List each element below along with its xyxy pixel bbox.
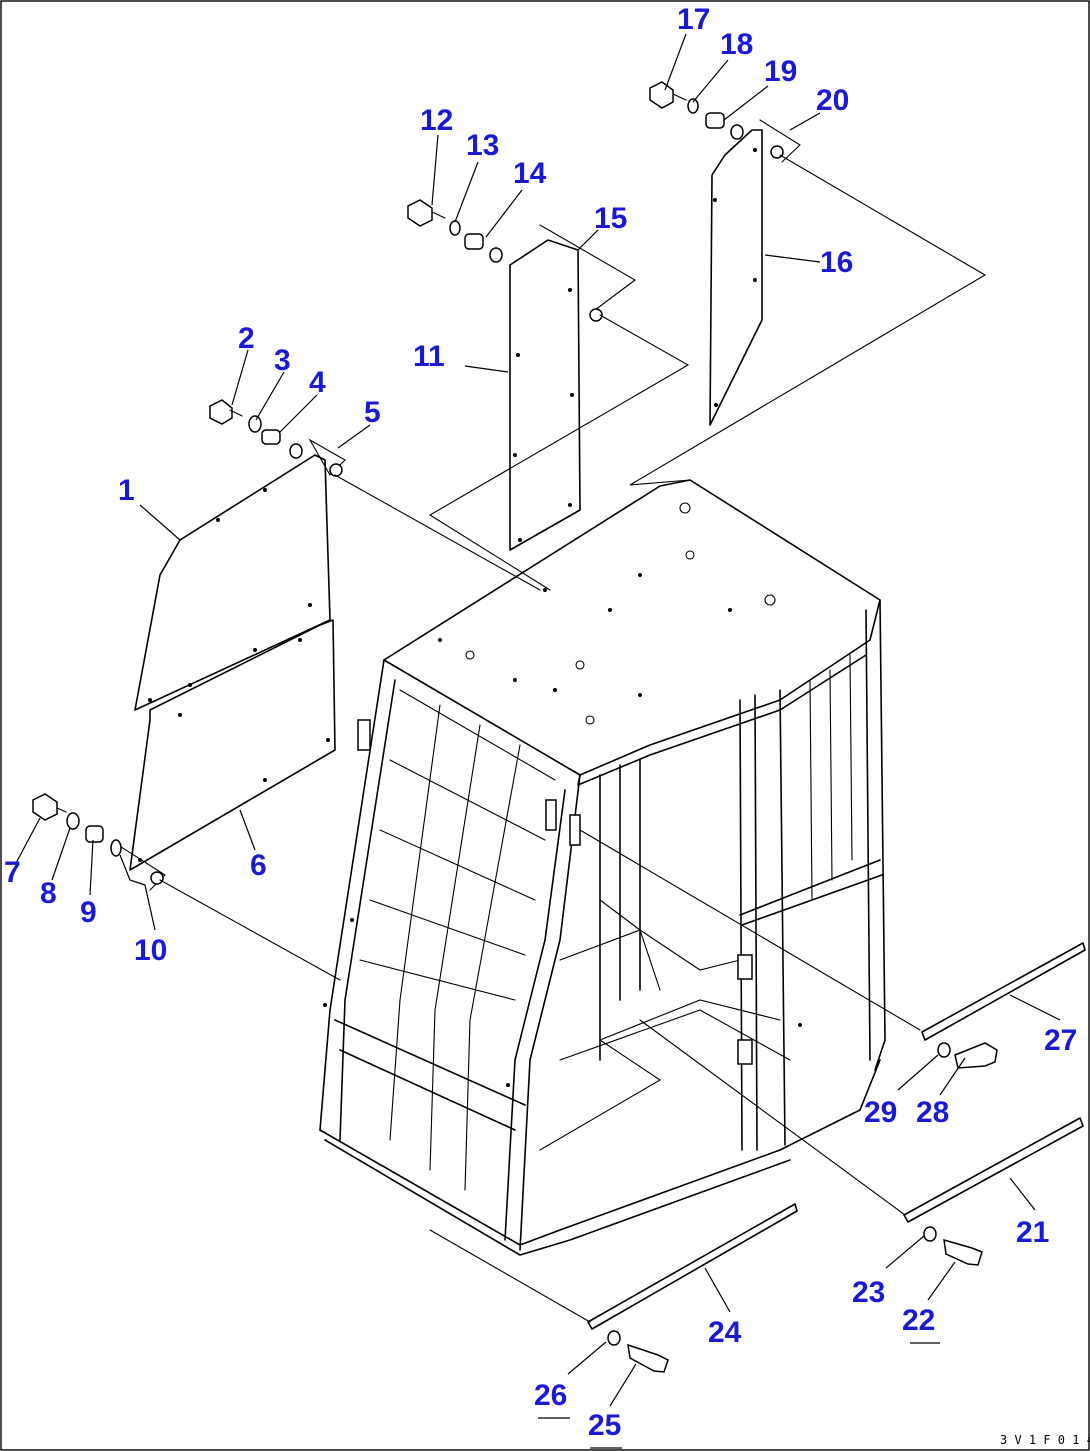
fastener-set-upper-middle <box>407 199 603 322</box>
callout-7: 7 <box>4 856 21 889</box>
fastener-set-strip-27 <box>937 1042 998 1069</box>
callout-19: 19 <box>764 55 797 88</box>
callout-23: 23 <box>852 1276 885 1309</box>
front-right-pillar <box>519 774 581 1251</box>
callout-8: 8 <box>40 877 57 910</box>
callout-20: 20 <box>816 84 849 117</box>
hinge-lower <box>737 1039 753 1065</box>
cab-base <box>319 1059 881 1246</box>
fastener-set-strip-24 <box>607 1330 669 1373</box>
front-left-pillar <box>319 659 385 1131</box>
strip-27 <box>921 942 1086 1041</box>
callout-5: 5 <box>364 396 381 429</box>
callout-12: 12 <box>420 104 453 137</box>
front-right-pillar-inner <box>504 789 566 1241</box>
callout-2: 2 <box>238 322 255 355</box>
callout-3: 3 <box>274 344 291 377</box>
callout-22: 22 <box>902 1304 935 1337</box>
callout-4: 4 <box>309 366 326 399</box>
panel-1 <box>134 454 331 711</box>
panel-16 <box>709 129 763 426</box>
callout-13: 13 <box>466 129 499 162</box>
callout-26: 26 <box>534 1379 567 1412</box>
callout-14: 14 <box>513 157 547 190</box>
callout-29: 29 <box>864 1096 897 1129</box>
callouts: 1 2 3 4 5 6 7 8 9 10 11 12 13 14 15 16 1… <box>4 3 1077 1449</box>
fastener-set-strip-21 <box>923 1226 983 1266</box>
callout-1: 1 <box>118 474 135 507</box>
cab-roof <box>383 479 881 776</box>
front-left-pillar-inner <box>339 679 396 1141</box>
strip-21 <box>903 1117 1084 1223</box>
callout-17: 17 <box>677 3 710 36</box>
assembly-centerlines <box>159 154 987 1323</box>
fastener-set-left <box>32 793 164 885</box>
callout-11: 11 <box>413 340 445 373</box>
callout-18: 18 <box>720 28 753 61</box>
callout-25: 25 <box>588 1409 621 1442</box>
callout-6: 6 <box>250 849 267 882</box>
rear-right-pillar <box>874 599 886 1071</box>
callout-15: 15 <box>594 202 627 235</box>
callout-16: 16 <box>820 246 853 279</box>
drawing-code: 3 V 1 F 0 1 4 <box>1000 1433 1090 1447</box>
callout-9: 9 <box>80 896 97 929</box>
hinge-upper <box>737 954 753 980</box>
callout-21: 21 <box>1016 1216 1049 1249</box>
callout-10: 10 <box>134 934 167 967</box>
strip-24 <box>587 1203 798 1330</box>
callout-27: 27 <box>1044 1024 1077 1057</box>
fastener-set-upper-right <box>649 81 784 159</box>
panel-6 <box>129 619 336 871</box>
fastener-set-upper-left <box>209 399 343 477</box>
cab-frame <box>319 479 886 1256</box>
callout-24: 24 <box>708 1316 742 1349</box>
panel-11 <box>509 239 581 551</box>
callout-28: 28 <box>916 1096 949 1129</box>
